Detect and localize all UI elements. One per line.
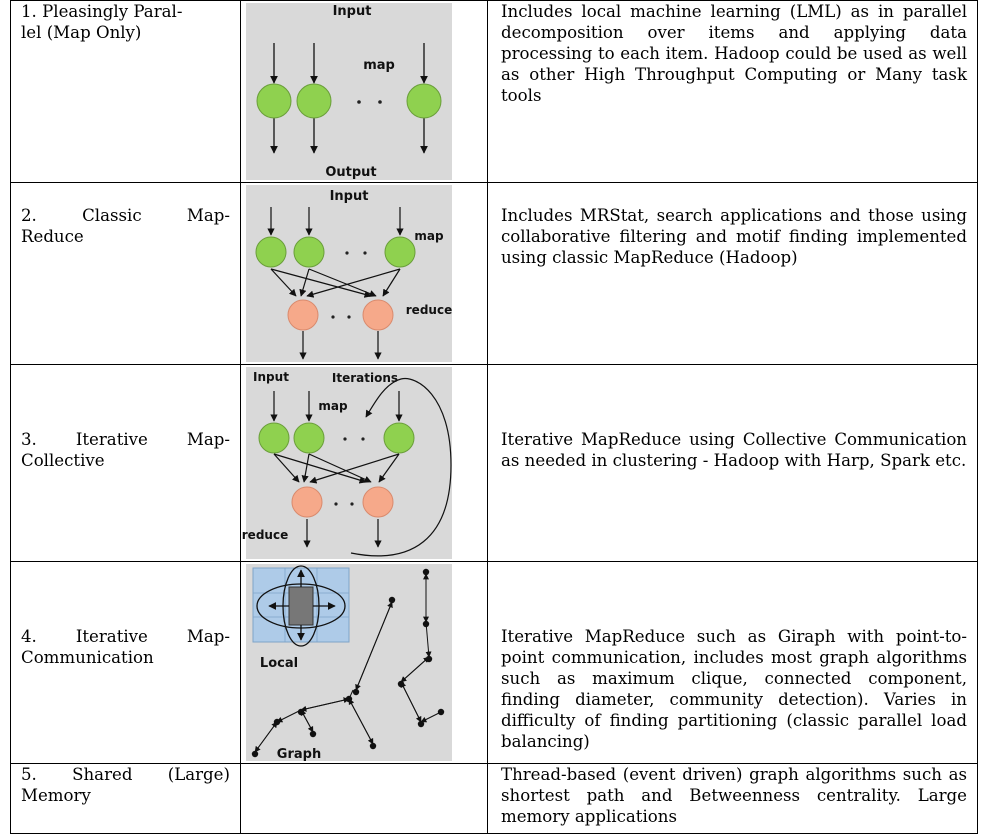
table-row: 5.Shared(Large) Memory Thread-based (eve… <box>10 763 978 834</box>
map-node <box>383 422 415 454</box>
model-name: 1. Pleasingly Paral- lel (Map Only) <box>21 2 183 42</box>
map-node <box>296 83 332 119</box>
input-label: Input <box>253 370 289 384</box>
reduce-label: reduce <box>242 528 288 542</box>
reduce-node <box>362 486 394 518</box>
map-label: map <box>363 58 395 73</box>
table-row: 1. Pleasingly Paral- lel (Map Only) Inpu… <box>10 0 978 183</box>
model-description: Iterative MapReduce such as Giraph with … <box>501 627 967 751</box>
figure-background <box>246 367 452 559</box>
map-node <box>406 83 442 119</box>
input-label: Input <box>333 4 372 19</box>
map-node <box>293 422 325 454</box>
iterative-map-collective-diagram: Input Iterations map reduce <box>242 367 452 559</box>
model-description: Iterative MapReduce using Collective Com… <box>501 430 967 470</box>
model-description: Includes local machine learning (LML) as… <box>501 2 967 105</box>
map-node <box>255 236 287 268</box>
reduce-node <box>362 299 394 331</box>
map-node <box>258 422 290 454</box>
local-processor <box>288 586 314 626</box>
reduce-node <box>291 486 323 518</box>
map-node <box>256 83 292 119</box>
model-description: Thread-based (event driven) graph algori… <box>501 765 967 826</box>
figure-background <box>246 185 452 362</box>
graph-label: Graph <box>277 747 321 762</box>
programming-models-table: 1. Pleasingly Paral- lel (Map Only) Inpu… <box>10 0 978 834</box>
map-label: map <box>318 399 348 413</box>
input-label: Input <box>330 189 369 204</box>
map-node <box>293 236 325 268</box>
model-description: Includes MRStat, search applications and… <box>501 206 967 267</box>
reduce-label: reduce <box>406 303 452 317</box>
local-label: Local <box>260 656 298 671</box>
output-label: Output <box>325 165 376 180</box>
model-name: 5.Shared(Large) Memory <box>21 765 230 805</box>
reduce-node <box>287 299 319 331</box>
map-only-diagram: Input map Output <box>246 3 452 180</box>
map-label: map <box>414 229 444 243</box>
iterative-map-communication-diagram: Local Graph <box>246 564 452 762</box>
map-node <box>384 236 416 268</box>
iterations-label: Iterations <box>332 371 398 385</box>
classic-mapreduce-diagram: Input map reduce <box>246 185 452 362</box>
